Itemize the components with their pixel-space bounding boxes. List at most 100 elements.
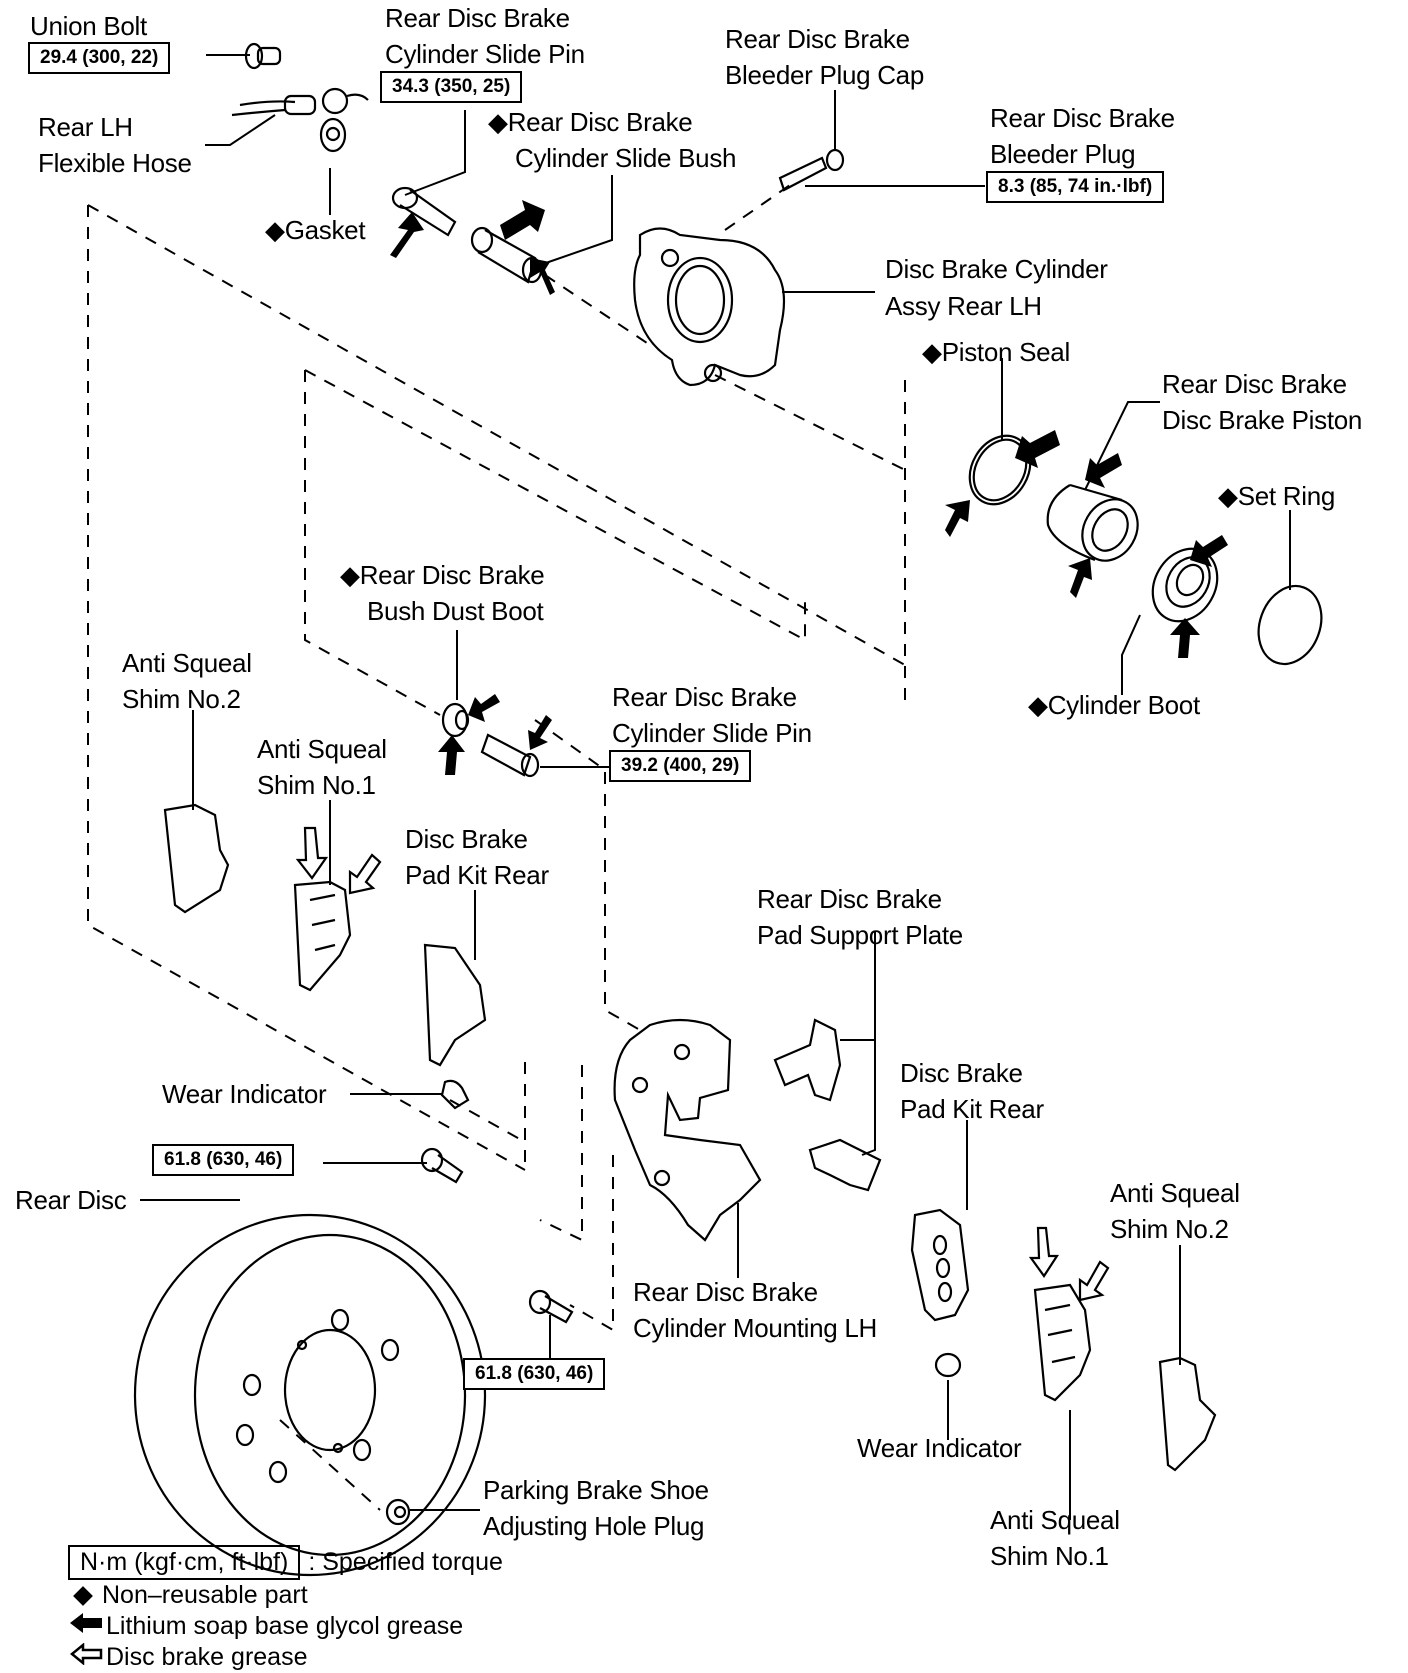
label-pad-kit-right-line1: Disc Brake — [900, 1058, 1023, 1088]
label-cyl-mounting-line2: Cylinder Mounting LH — [633, 1313, 878, 1343]
label-slide-pin-top-line1: Rear Disc Brake — [385, 3, 570, 33]
label-cylinder-assy-line2: Assy Rear LH — [885, 291, 1042, 321]
parking-plug-part — [385, 1498, 411, 1526]
label-pad-kit-right-line2: Pad Kit Rear — [900, 1094, 1044, 1124]
slide-pin-top-part — [391, 186, 457, 237]
label-piston-seal: ◆Piston Seal — [922, 337, 1070, 367]
torque-slide-pin-lower: 39.2 (400, 29) — [609, 750, 752, 782]
mounting-bolt-upper-part — [420, 1147, 464, 1184]
label-bleeder-plug-line2: Bleeder Plug — [990, 139, 1136, 169]
legend-non-reusable-row: Non–reusable part — [68, 1580, 503, 1611]
disc-grease-arrow-icon — [1078, 1260, 1110, 1302]
legend-lithium-row: Lithium soap base glycol grease — [68, 1611, 503, 1642]
shim-no2-left-part — [163, 803, 230, 914]
label-flexible-hose-line2: Flexible Hose — [38, 148, 192, 178]
bleeder-plug-part — [778, 148, 845, 192]
label-slide-pin-lower-line2: Cylinder Slide Pin — [612, 718, 812, 748]
label-slide-bush-line2: Cylinder Slide Bush — [515, 143, 737, 173]
wear-indicator-right-part — [934, 1352, 962, 1378]
disc-grease-arrow-icon — [1028, 1226, 1060, 1278]
legend-non-reusable: Non–reusable part — [102, 1581, 308, 1609]
union-bolt-part — [244, 42, 282, 70]
label-shim1-left-line1: Anti Squeal — [257, 734, 387, 764]
torque-mounting-bolt-lower: 61.8 (630, 46) — [463, 1358, 606, 1390]
label-parking-plug-line1: Parking Brake Shoe — [483, 1475, 709, 1505]
torque-union-bolt: 29.4 (300, 22) — [28, 42, 171, 74]
label-flexible-hose-line1: Rear LH — [38, 112, 133, 142]
assembly-guide-lines — [87, 184, 906, 1511]
label-pad-kit-left-line1: Disc Brake — [405, 824, 528, 854]
shim-no2-right-part — [1158, 1356, 1217, 1472]
pad-kit-right-part — [910, 1208, 970, 1322]
lithium-grease-arrow-icon — [1170, 618, 1200, 658]
bush-dust-boot-part — [441, 702, 470, 738]
label-shim2-left-line2: Shim No.2 — [122, 684, 241, 714]
piston-seal-part — [968, 434, 1032, 506]
cylinder-mounting-part — [613, 1018, 762, 1242]
diamond-icon — [73, 1585, 93, 1606]
set-ring-part — [1257, 584, 1323, 666]
pad-kit-left-part — [423, 943, 487, 1067]
legend: N·m (kgf·cm, ft·lbf) : Specified torque … — [68, 1545, 503, 1673]
label-pad-support-line1: Rear Disc Brake — [757, 884, 942, 914]
label-wear-indicator-right: Wear Indicator — [857, 1433, 1022, 1463]
solid-arrow-left-icon — [68, 1611, 106, 1642]
rear-disc-part — [133, 1213, 487, 1577]
torque-bleeder-plug: 8.3 (85, 74 in.·lbf) — [986, 171, 1165, 203]
legend-torque-desc: : Specified torque — [308, 1548, 503, 1576]
legend-torque-unit: N·m (kgf·cm, ft·lbf) — [68, 1545, 301, 1580]
cylinder-boot-part — [1151, 547, 1219, 623]
lithium-grease-arrow-icon — [468, 694, 500, 722]
label-shim1-right-line1: Anti Squeal — [990, 1505, 1120, 1535]
label-bleeder-cap-line2: Bleeder Plug Cap — [725, 60, 924, 90]
label-piston-line1: Rear Disc Brake — [1162, 369, 1347, 399]
torque-slide-pin-top: 34.3 (350, 25) — [380, 71, 523, 103]
legend-disc-grease: Disc brake grease — [106, 1643, 308, 1671]
label-piston-line2: Disc Brake Piston — [1162, 405, 1363, 435]
shim-no1-left-part — [293, 880, 352, 992]
label-bleeder-cap-line1: Rear Disc Brake — [725, 24, 910, 54]
flexible-hose-part — [231, 87, 369, 153]
lithium-grease-arrow-icon — [438, 735, 465, 775]
hollow-arrow-left-icon — [68, 1642, 106, 1673]
leader-lines — [140, 54, 1291, 1520]
label-slide-pin-lower-line1: Rear Disc Brake — [612, 682, 797, 712]
label-shim2-right-line2: Shim No.2 — [1110, 1214, 1229, 1244]
lithium-grease-arrow-icon — [1015, 430, 1060, 468]
label-union-bolt: Union Bolt — [30, 11, 147, 41]
label-bush-dust-boot-line2: Bush Dust Boot — [367, 596, 544, 626]
label-parking-plug-line2: Adjusting Hole Plug — [483, 1511, 705, 1541]
lithium-grease-arrow-icon — [500, 200, 545, 240]
lithium-grease-arrow-icon — [528, 715, 552, 750]
label-gasket: ◆Gasket — [265, 215, 366, 245]
label-set-ring: ◆Set Ring — [1218, 481, 1336, 511]
label-bush-dust-boot-line1: ◆Rear Disc Brake — [340, 560, 545, 590]
cylinder-assy-part — [633, 227, 786, 387]
label-cylinder-assy-line1: Disc Brake Cylinder — [885, 254, 1108, 284]
label-cylinder-boot: ◆Cylinder Boot — [1028, 690, 1200, 720]
slide-pin-lower-part — [480, 733, 540, 778]
legend-disc-grease-row: Disc brake grease — [68, 1642, 503, 1673]
legend-torque-row: N·m (kgf·cm, ft·lbf) : Specified torque — [68, 1545, 503, 1580]
label-bleeder-plug-line1: Rear Disc Brake — [990, 103, 1175, 133]
label-wear-indicator-left: Wear Indicator — [162, 1079, 327, 1109]
lithium-grease-arrow-icon — [1085, 453, 1122, 488]
grease-markers — [390, 200, 1228, 775]
label-cyl-mounting-line1: Rear Disc Brake — [633, 1277, 818, 1307]
piston-part — [1046, 483, 1139, 562]
label-shim1-right-line2: Shim No.1 — [990, 1541, 1109, 1571]
legend-lithium-grease: Lithium soap base glycol grease — [106, 1612, 464, 1640]
torque-mounting-bolt-upper: 61.8 (630, 46) — [152, 1144, 295, 1176]
label-pad-kit-left-line2: Pad Kit Rear — [405, 860, 549, 890]
label-slide-bush-line1: ◆Rear Disc Brake — [488, 107, 693, 137]
lithium-grease-arrow-icon — [1068, 558, 1092, 598]
label-slide-pin-top-line2: Cylinder Slide Pin — [385, 39, 585, 69]
mounting-bolt-lower-part — [528, 1289, 574, 1324]
label-shim2-left-line1: Anti Squeal — [122, 648, 252, 678]
disc-grease-arrow-icon — [348, 853, 382, 895]
label-rear-disc: Rear Disc — [15, 1185, 127, 1215]
lithium-grease-arrow-icon — [1190, 535, 1228, 567]
lithium-grease-arrow-icon — [530, 258, 555, 295]
lithium-grease-arrow-icon — [390, 212, 424, 258]
